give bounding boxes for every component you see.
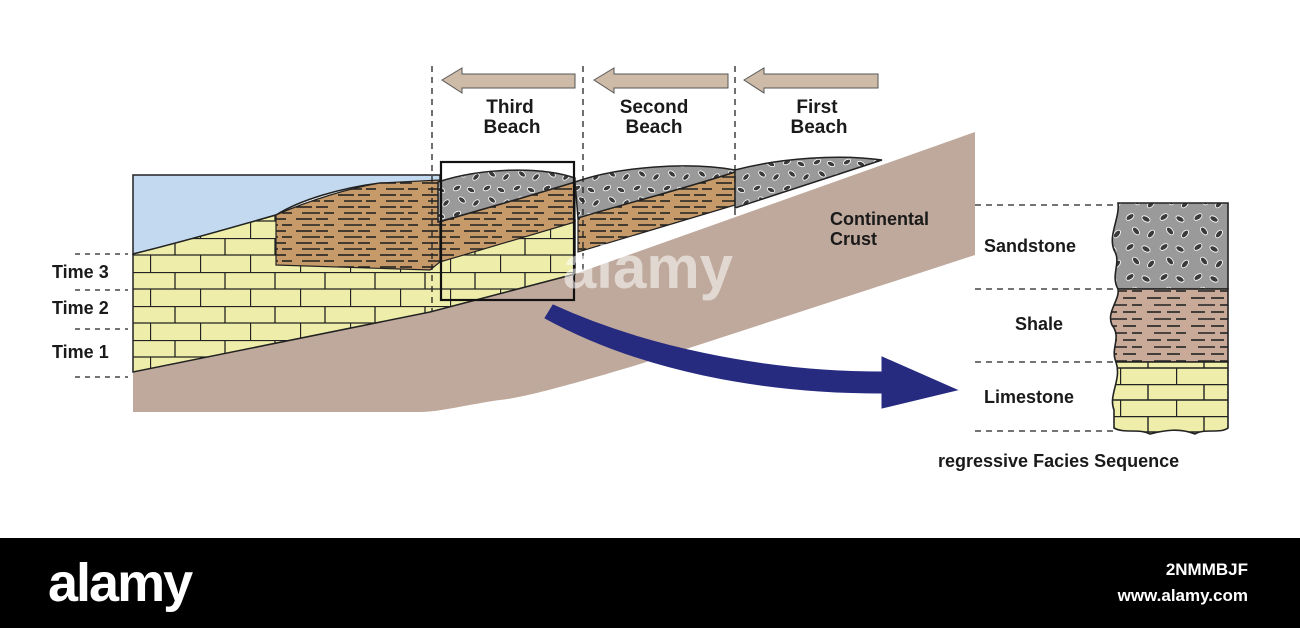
facies-column xyxy=(1109,202,1229,435)
watermark: alamy xyxy=(563,234,734,301)
facies-diagram: Third Beach Second Beach First Beach Con… xyxy=(52,66,1229,471)
continental-crust xyxy=(133,132,975,412)
arrow-third xyxy=(441,67,576,94)
time-markers xyxy=(75,253,128,378)
label-time-3: Time 3 xyxy=(52,262,109,282)
footer-bar: alamy 2NMMBJF www.alamy.com xyxy=(0,538,1300,628)
zoom-arrow xyxy=(544,304,959,409)
footer-url[interactable]: www.alamy.com xyxy=(1117,586,1248,605)
label-shale: Shale xyxy=(1015,314,1063,334)
column-shale xyxy=(1109,288,1229,363)
label-first-line2: Beach xyxy=(790,117,847,138)
label-sandstone: Sandstone xyxy=(984,236,1076,256)
sandstone-first-beach xyxy=(734,156,883,210)
label-second-line1: Second xyxy=(620,97,689,118)
image-id: 2NMMBJF xyxy=(1165,560,1248,579)
label-time-2: Time 2 xyxy=(52,298,109,318)
label-crust-line1: Continental xyxy=(830,209,929,229)
label-first-line1: First xyxy=(796,97,838,118)
arrow-second xyxy=(593,67,729,94)
label-crust-line2: Crust xyxy=(830,229,877,249)
selection-box xyxy=(439,160,576,302)
arrow-first xyxy=(743,67,879,94)
label-second-line2: Beach xyxy=(625,117,682,138)
label-limestone: Limestone xyxy=(984,387,1074,407)
caption: regressive Facies Sequence xyxy=(938,451,1179,471)
label-third-line2: Beach xyxy=(483,117,540,138)
label-third-line1: Third xyxy=(486,97,534,118)
migration-arrows xyxy=(441,67,879,94)
column-sandstone xyxy=(1111,202,1229,290)
label-time-1: Time 1 xyxy=(52,342,109,362)
footer-logo[interactable]: alamy xyxy=(48,553,193,613)
column-level-lines xyxy=(975,204,1118,432)
column-limestone xyxy=(1111,361,1229,435)
